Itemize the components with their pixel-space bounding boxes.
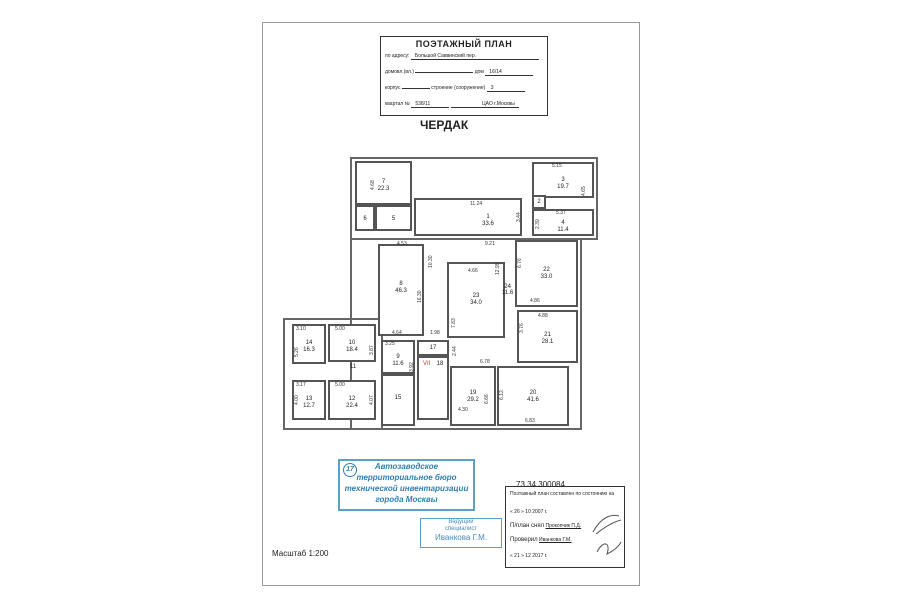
survey-date: « 26 » 10 2007 г. xyxy=(510,509,548,515)
dom-value: 16/14 xyxy=(485,69,534,76)
dimension: 5.26 xyxy=(294,347,300,357)
dom-label: дом xyxy=(474,69,484,75)
korpus-label: корпус xyxy=(385,85,401,91)
bti-stamp: 17 Автозаводское территориальное бюро те… xyxy=(338,459,475,511)
dimension: 3.87 xyxy=(369,345,375,355)
dimension: 6.76 xyxy=(517,258,523,268)
dimension: 6.12 xyxy=(499,390,505,400)
dimension: 6.78 xyxy=(480,359,490,365)
room-5: 5 xyxy=(375,205,412,231)
signature xyxy=(592,514,622,555)
scale-label: Масштаб 1:200 xyxy=(272,549,329,558)
dimension: 4.30 xyxy=(458,407,468,413)
dimension: 16.30 xyxy=(417,290,423,303)
dimension: 4.86 xyxy=(530,298,540,304)
dimension: 4.53 xyxy=(397,241,407,247)
dimension: 1.98 xyxy=(430,330,440,336)
dimension: 4.88 xyxy=(538,313,548,319)
dimension: 9.21 xyxy=(485,241,495,247)
specialist-name: Иванкова Г.М. xyxy=(434,533,488,542)
dimension: 6.66 xyxy=(484,394,490,404)
quarter-value: 538/11 xyxy=(411,101,450,108)
state-text: Поэтажный план составлен по состоянию на xyxy=(510,491,615,497)
surveyed-by: Прокопчик П.Д. xyxy=(545,523,582,529)
specialist-role: специалист xyxy=(444,526,478,532)
dimension: 11.24 xyxy=(470,201,483,207)
dimension: 5.37 xyxy=(556,210,566,216)
dimension: 3.10 xyxy=(296,326,306,332)
dimension: 10.30 xyxy=(428,255,434,268)
dimension: 2.44 xyxy=(452,346,458,356)
plan-title: ПОЭТАЖНЫЙ ПЛАН xyxy=(415,39,513,49)
dimension: 4.07 xyxy=(369,395,375,405)
quarter-label: квартал № xyxy=(385,101,410,107)
address: Большой Саввинский пер. xyxy=(410,53,539,60)
building-label: строение (сооружение) xyxy=(431,85,486,91)
check-date: « 21 » 12 2017 г. xyxy=(510,553,548,559)
dimension: 7.83 xyxy=(451,318,457,328)
dimension: 4.65 xyxy=(581,186,587,196)
stamp-line: города Москвы xyxy=(375,495,438,504)
dimension: 3.92 xyxy=(409,362,415,372)
building-value: 3 xyxy=(486,85,525,92)
checked-label: Проверил xyxy=(510,537,538,543)
dimension: 5.00 xyxy=(335,382,345,388)
house-label: домовл.(вл.) xyxy=(385,69,414,75)
dimension: 3.76 xyxy=(519,323,525,333)
checked-by: Иванкова Г.М. xyxy=(539,537,572,543)
floor-title: ЧЕРДАК xyxy=(420,118,469,132)
address-label: по адресу: xyxy=(385,53,410,59)
dimension: 4.66 xyxy=(468,268,478,274)
section-mark: VII xyxy=(423,361,431,367)
room-15: 15 xyxy=(381,374,415,426)
room-2: 2 xyxy=(532,195,546,209)
specialist-role: Ведущий xyxy=(448,519,474,525)
surveyed-label: П/план снял xyxy=(510,523,545,529)
dimension: 12.99 xyxy=(495,262,501,275)
dimension: 2.39 xyxy=(535,219,541,229)
room-6: 6 xyxy=(355,205,375,231)
stamp-line: Автозаводское xyxy=(374,462,439,471)
dimension: 3.17 xyxy=(296,382,306,388)
dimension: 4.00 xyxy=(294,395,300,405)
dimension: 3.44 xyxy=(516,212,522,222)
room-11: 11 xyxy=(350,364,357,370)
stamp-line: технической инвентаризации xyxy=(344,484,469,493)
specialist-stamp: Ведущий специалист Иванкова Г.М. xyxy=(420,518,502,548)
district: ЦАО г.Москвы xyxy=(450,101,519,108)
stamp-line: территориальное бюро xyxy=(356,473,457,482)
dimension: 5.15 xyxy=(552,163,562,169)
room-17: 17 xyxy=(417,340,449,356)
title-block: ПОЭТАЖНЫЙ ПЛАН по адресу: Большой Саввин… xyxy=(380,36,548,116)
dimension: 6.83 xyxy=(525,418,535,424)
dimension: 4.68 xyxy=(370,180,376,190)
signature-block: Поэтажный план составлен по состоянию на… xyxy=(505,486,625,568)
document-code: 73 34 300084 xyxy=(516,480,565,489)
stamp-number: 17 xyxy=(343,463,357,477)
dimension: 5.00 xyxy=(335,326,345,332)
dimension: 3.25 xyxy=(385,341,395,347)
dimension: 4.64 xyxy=(392,330,402,336)
